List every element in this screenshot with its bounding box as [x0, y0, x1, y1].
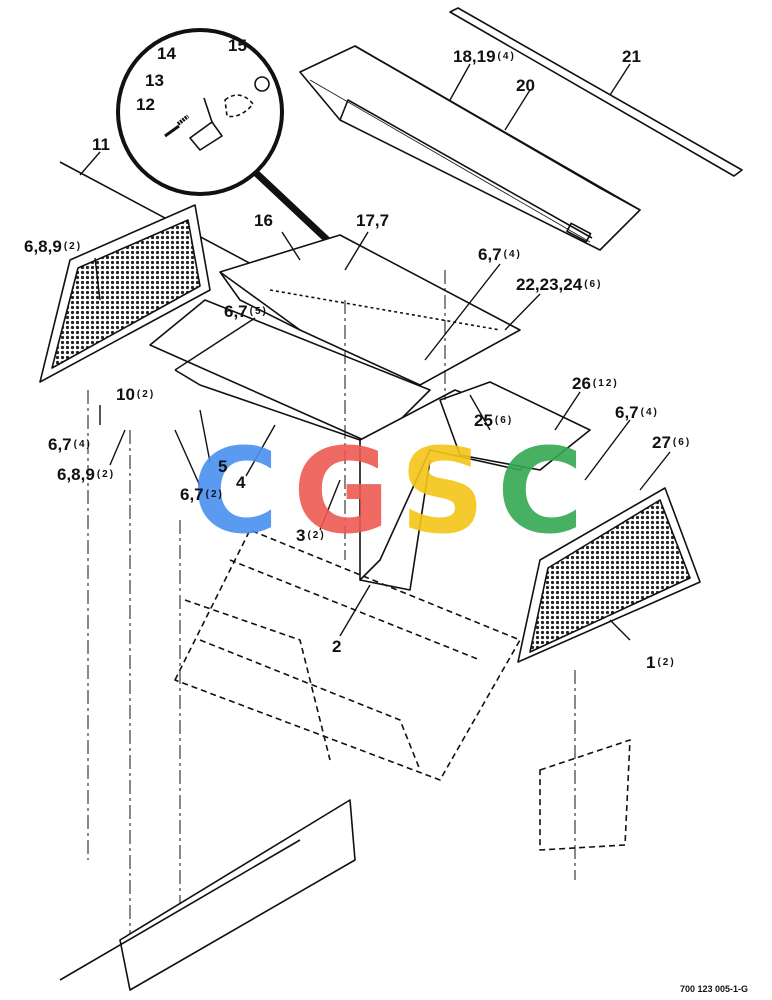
callout-15: 15	[228, 36, 247, 55]
part-4-side-panel	[149, 299, 431, 446]
callout-6-7-a: 6,7(2)	[180, 485, 224, 504]
part-1-right-guard	[517, 487, 701, 663]
callout-20: 20	[516, 76, 535, 95]
callout-2: 2	[332, 637, 342, 656]
callout-6-7-c: 6,7(5)	[224, 302, 268, 321]
callout-27: 27(6)	[652, 433, 692, 452]
callout-4: 4	[236, 473, 246, 492]
watermark-letter-c2: C	[497, 422, 584, 560]
callout-14: 14	[157, 44, 176, 63]
callout-3: 3(2)	[296, 526, 326, 545]
part-21-strip	[449, 7, 743, 177]
lower-frame	[59, 799, 356, 991]
callout-18-19: 18,19(4)	[453, 47, 516, 66]
callout-11: 11	[92, 135, 110, 154]
callout-12: 12	[136, 95, 155, 114]
callout-6-7-d: 6,7(4)	[478, 245, 522, 264]
part-10-left-guard	[39, 204, 211, 383]
callout-6-7-e: 6,7(4)	[615, 403, 659, 422]
callout-1: 1(2)	[646, 653, 676, 672]
watermark-letter-c1: C	[192, 422, 279, 560]
part-20-top-panel	[299, 45, 641, 251]
callout-5: 5	[218, 457, 228, 476]
callout-6-8-9-a: 6,8,9(2)	[57, 465, 116, 484]
callout-25: 25(6)	[474, 411, 514, 430]
callout-6-8-9-b: 6,8,9(2)	[24, 237, 83, 256]
part-25-right-box	[439, 381, 591, 471]
callout-17-7: 17,7	[356, 211, 390, 230]
callout-6-7-b: 6,7(4)	[48, 435, 92, 454]
inset-detail	[116, 28, 341, 253]
leader-lines	[79, 63, 671, 641]
drawing-code: 700 123 005-1-G	[680, 984, 749, 994]
callout-21: 21	[622, 47, 641, 66]
callout-22-23-24: 22,23,24(6)	[516, 275, 603, 294]
callout-10: 10(2)	[116, 385, 156, 404]
watermark-letter-g: G	[293, 422, 390, 560]
watermark-letter-s: S	[400, 422, 485, 560]
callout-26: 26(12)	[572, 374, 619, 393]
callout-13: 13	[145, 71, 164, 90]
callout-16: 16	[254, 211, 273, 230]
phantom-lines	[87, 270, 576, 960]
